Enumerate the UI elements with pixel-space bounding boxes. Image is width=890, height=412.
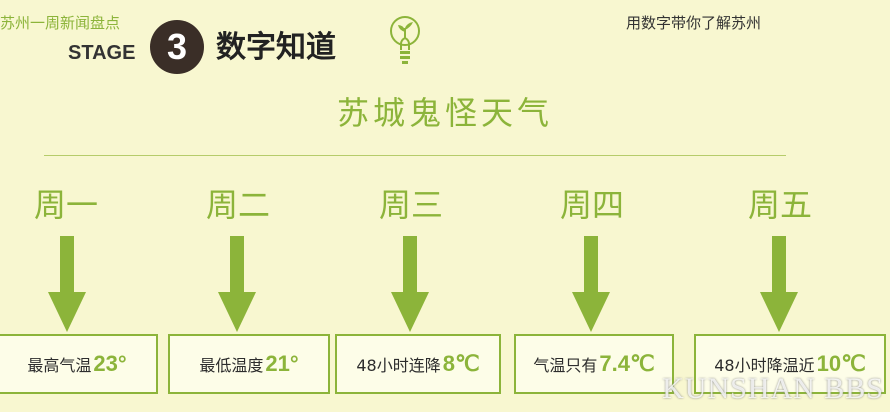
day-column-wed: 周三 48小时连降 8℃ [311, 0, 511, 412]
day-column-thu: 周四 气温只有 7.4℃ [492, 0, 692, 412]
stat-value: 10℃ [816, 351, 866, 376]
stat-value: 7.4℃ [599, 351, 655, 376]
stat-value: 8℃ [442, 351, 480, 376]
stat-box: 48小时降温近 10℃ [694, 334, 886, 394]
watermark: KUNSHAN BBS [662, 372, 884, 405]
arrow-down-icon [572, 236, 610, 332]
day-column-fri: 周五 48小时降温近 10℃ [680, 0, 886, 412]
stage-title: 数字知道 [216, 30, 336, 65]
divider [44, 155, 786, 156]
header-left-text: 苏州一周新闻盘点 [0, 14, 121, 32]
main-title: 苏城鬼怪天气 [336, 94, 553, 132]
header-right-text: 用数字带你了解苏州 [626, 14, 762, 32]
stat-label: 最低温度 [199, 356, 264, 375]
arrow-down-icon [391, 236, 429, 332]
stat-label: 气温只有 [533, 356, 598, 375]
day-column-tue: 周二 最低温度 21° [138, 0, 338, 412]
stat-box: 气温只有 7.4℃ [514, 334, 674, 394]
day-label: 周五 [747, 186, 812, 224]
day-label: 周四 [559, 186, 624, 224]
arrow-down-icon [48, 236, 86, 332]
arrow-down-icon [218, 236, 256, 332]
lightbulb-icon [390, 16, 420, 64]
arrow-down-icon [760, 236, 798, 332]
day-label: 周二 [205, 186, 270, 224]
stat-box: 最低温度 21° [168, 334, 330, 394]
stage-number-badge: 3 [150, 20, 204, 74]
stage-label: STAGE [68, 42, 136, 64]
day-column-mon: 周一 最高气温 23° [0, 0, 166, 412]
stat-label: 48小时连降 [356, 356, 441, 375]
day-label: 周三 [378, 186, 443, 224]
stat-label: 48小时降温近 [714, 356, 815, 375]
day-label: 周一 [33, 186, 98, 224]
stat-box: 最高气温 23° [0, 334, 158, 394]
stat-label: 最高气温 [27, 356, 92, 375]
stat-box: 48小时连降 8℃ [335, 334, 501, 394]
stat-value: 21° [265, 351, 299, 376]
stat-value: 23° [93, 351, 127, 376]
